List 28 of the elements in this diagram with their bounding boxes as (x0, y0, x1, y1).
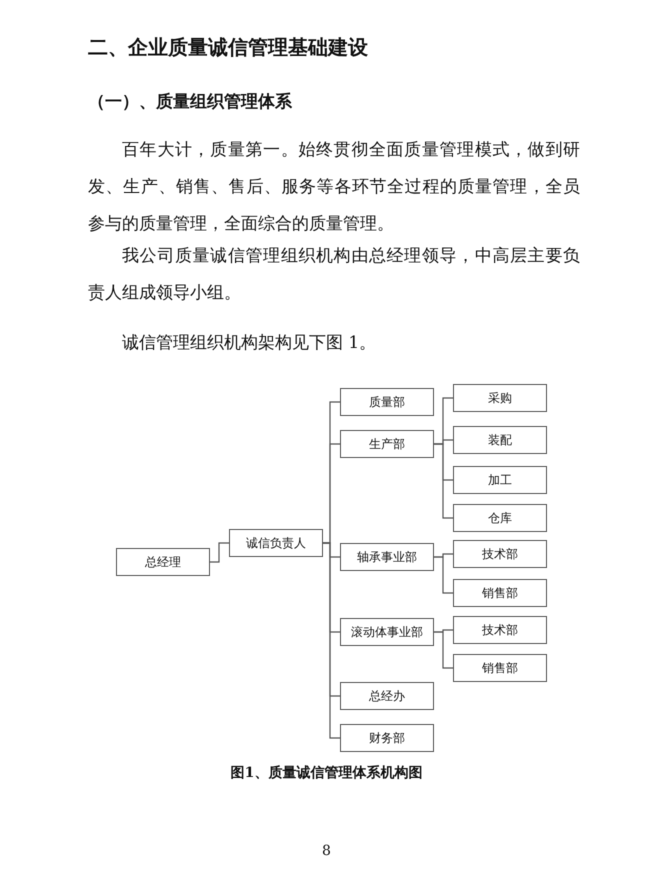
org-box: 生产部 (340, 430, 434, 458)
connector-line (210, 542, 229, 563)
paragraph: 百年大计，质量第一。始终贯彻全面质量管理模式，做到研发、生产、销售、售后、服务等各环节全过程的质量管理，全员参与的质量管理，全面综合的质量管理。 (88, 139, 580, 236)
org-box: 质量部 (340, 388, 434, 416)
connector-line (434, 631, 453, 669)
paragraph: 诚信管理组织机构架构见下图 1。 (121, 332, 378, 355)
org-box: 技术部 (453, 616, 547, 644)
org-box: 诚信负责人 (229, 529, 323, 557)
org-box: 装配 (453, 426, 547, 454)
org-box: 采购 (453, 384, 547, 412)
page-number: 8 (321, 843, 332, 859)
org-box: 销售部 (453, 579, 547, 607)
org-box: 财务部 (340, 724, 434, 752)
org-box: 销售部 (453, 654, 547, 682)
org-box: 滚动体事业部 (340, 618, 434, 646)
subsection-heading: （一）、质量组织管理体系 (88, 91, 292, 113)
org-box: 加工 (453, 466, 547, 494)
org-box: 仓库 (453, 504, 547, 532)
org-box: 轴承事业部 (340, 543, 434, 571)
connector-line (434, 443, 453, 519)
org-box: 技术部 (453, 540, 547, 568)
paragraph: 我公司质量诚信管理组织机构由总经理领导，中高层主要负责人组成领导小组。 (88, 245, 580, 305)
org-box: 总经办 (340, 682, 434, 710)
section-heading: 二、企业质量诚信管理基础建设 (88, 34, 368, 61)
org-box: 总经理 (116, 548, 210, 576)
figure-caption: 图1、质量诚信管理体系机构图 (230, 764, 424, 782)
connector-line (434, 556, 453, 594)
connector-line (323, 542, 340, 739)
